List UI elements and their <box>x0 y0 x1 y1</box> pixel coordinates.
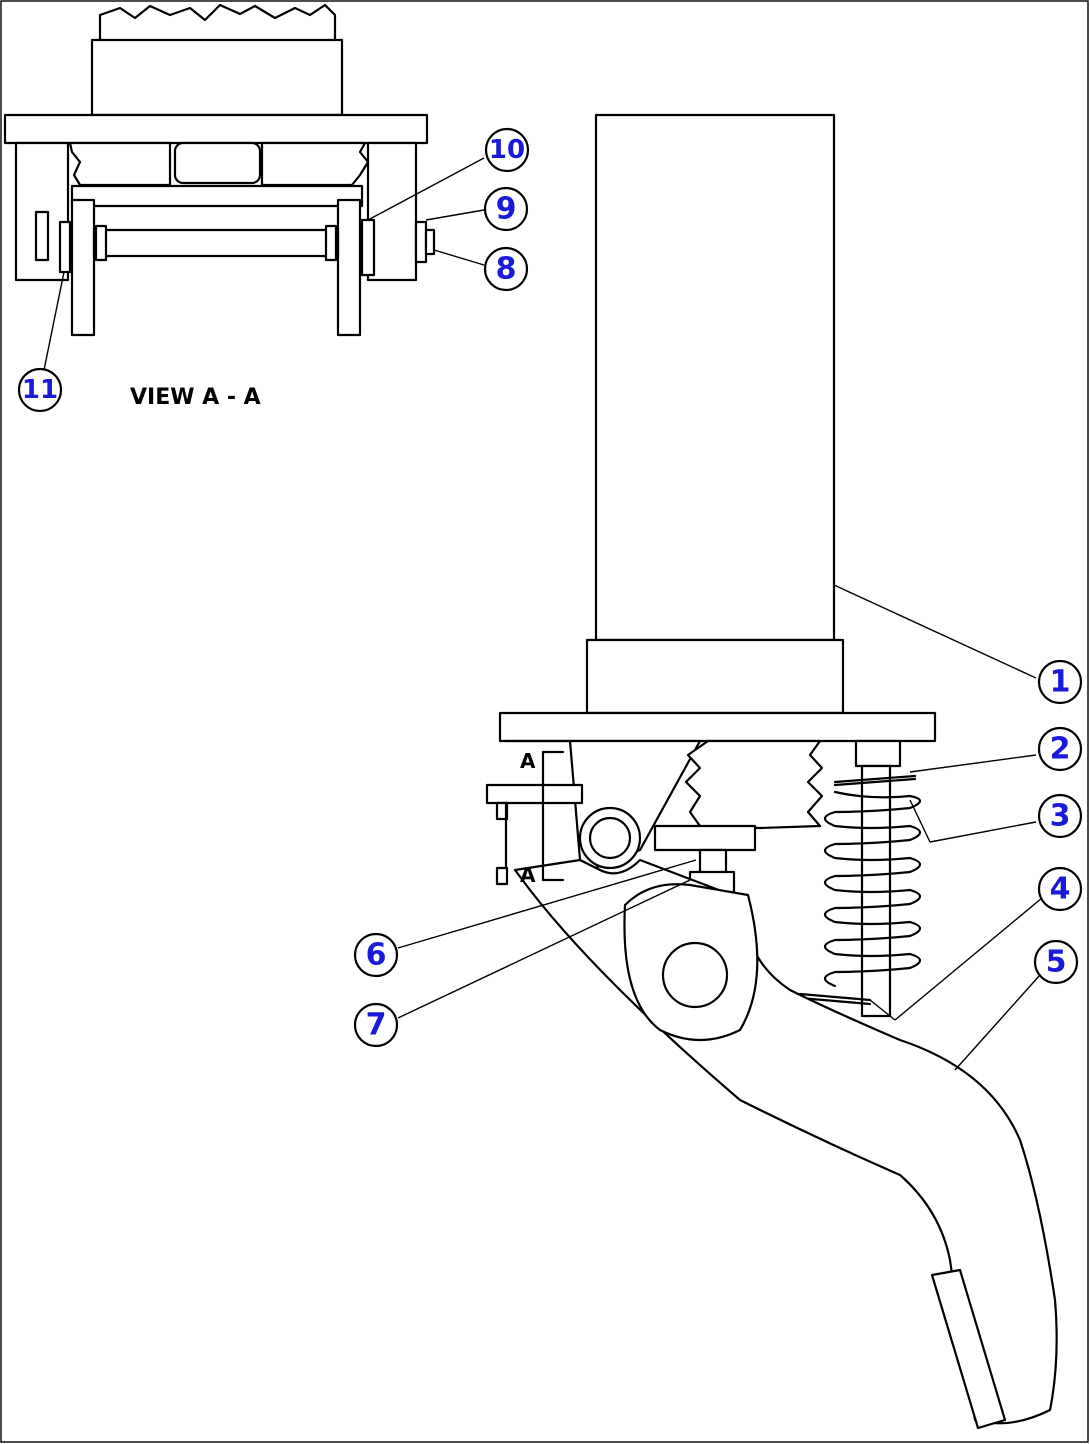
balloon-5: 5 <box>1033 939 1079 985</box>
spring-seat-top <box>854 739 902 768</box>
shaft-collar-right <box>324 224 338 262</box>
balloon-4-label: 4 <box>1050 872 1071 907</box>
washer-4 <box>798 992 872 1006</box>
balloon-5-label: 5 <box>1046 945 1067 980</box>
boot <box>684 739 824 830</box>
bushing-11 <box>58 220 72 274</box>
left-arm <box>70 198 96 337</box>
floor-plate <box>498 711 937 743</box>
balloon-7-label: 7 <box>366 1008 387 1043</box>
left-pin-end <box>34 210 50 262</box>
leader-6 <box>397 859 697 949</box>
leader-7 <box>397 879 691 1019</box>
balloon-1-label: 1 <box>1050 665 1071 700</box>
boot-left <box>68 141 172 187</box>
balloon-6: 6 <box>353 932 399 978</box>
adjust-bolt <box>698 848 728 876</box>
hub-bore <box>661 941 729 1009</box>
balloon-11: 11 <box>17 367 63 413</box>
pedal-shaft <box>92 228 340 258</box>
view-a-a: VIEW A - A <box>3 3 436 410</box>
foot-pad <box>930 1268 1007 1430</box>
leader-lines <box>43 157 1043 1071</box>
section-mark-bottom: A <box>520 863 536 887</box>
balloon-10-label: 10 <box>489 135 525 165</box>
balloon-3: 3 <box>1037 793 1083 839</box>
leader-3b <box>929 821 1037 843</box>
balloon-10: 10 <box>484 127 530 173</box>
column-base <box>585 638 845 715</box>
balloon-3-label: 3 <box>1050 799 1071 834</box>
boot-center <box>173 141 262 185</box>
stop-lug-lower <box>495 866 509 886</box>
pin-8 <box>424 228 436 256</box>
push-rod-head <box>653 824 757 852</box>
right-bracket <box>366 141 418 282</box>
leader-11 <box>43 271 65 371</box>
balloon-1: 1 <box>1037 659 1083 705</box>
mount-plate <box>3 113 429 145</box>
balloon-2: 2 <box>1037 726 1083 772</box>
balloon-8-label: 8 <box>496 252 517 287</box>
leader-8 <box>433 249 485 266</box>
boot-right <box>260 141 370 187</box>
balloon-4: 4 <box>1037 866 1083 912</box>
right-arm <box>336 198 362 337</box>
balloon-9-label: 9 <box>496 192 517 227</box>
spring-coil <box>823 790 922 988</box>
stop-plate <box>485 783 584 805</box>
bushing-10 <box>360 218 376 277</box>
leader-1 <box>833 584 1037 679</box>
clevis-bar <box>70 184 364 208</box>
pivot-inner <box>588 816 632 860</box>
leader-5 <box>954 974 1041 1071</box>
upper-block <box>90 38 344 117</box>
leader-10 <box>367 157 485 221</box>
leader-3a <box>909 799 931 843</box>
shaft-collar-left <box>94 224 108 262</box>
section-mark-top: A <box>520 749 536 773</box>
view-caption: VIEW A - A <box>130 385 261 410</box>
balloon-11-label: 11 <box>22 375 58 405</box>
balloon-8: 8 <box>483 246 529 292</box>
balloon-7: 7 <box>353 1002 399 1048</box>
washer-2 <box>833 774 917 787</box>
washer-9 <box>414 220 428 264</box>
leader-9 <box>425 209 485 221</box>
leader-2 <box>909 754 1037 773</box>
balloon-9: 9 <box>483 186 529 232</box>
balloon-2-label: 2 <box>1050 732 1071 767</box>
broken-top <box>98 3 337 42</box>
leader-4b <box>894 897 1043 1021</box>
balloon-6-label: 6 <box>366 938 387 973</box>
column <box>594 113 836 642</box>
leader-4a <box>869 999 896 1021</box>
main-view: A A <box>485 113 1058 1430</box>
